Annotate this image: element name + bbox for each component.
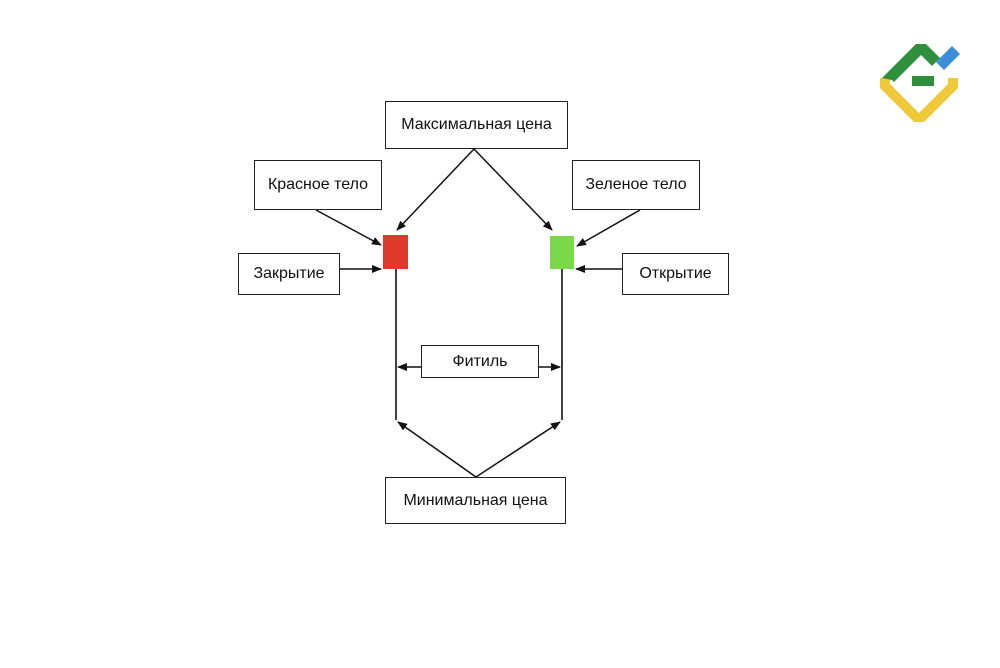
close-box: Закрытие bbox=[238, 253, 340, 295]
min-price-box: Минимальная цена bbox=[385, 477, 566, 524]
max-price-box: Максимальная цена bbox=[385, 101, 568, 149]
wick-label: Фитиль bbox=[452, 352, 508, 370]
green-candle-body bbox=[550, 236, 574, 269]
red-body-box: Красное тело bbox=[254, 160, 382, 210]
logo-blue-stroke bbox=[936, 46, 960, 70]
max-to-green-arrow bbox=[473, 148, 553, 231]
open-box: Открытие bbox=[622, 253, 729, 295]
min-price-label: Минимальная цена bbox=[403, 491, 548, 509]
wick-box: Фитиль bbox=[421, 345, 539, 378]
green-body-arrow bbox=[576, 209, 641, 247]
logo-green-shape bbox=[882, 44, 940, 86]
min-to-red-arrow bbox=[397, 421, 477, 478]
min-to-green-arrow bbox=[475, 421, 561, 478]
red-body-label: Красное тело bbox=[267, 176, 369, 193]
open-label: Открытие bbox=[639, 265, 712, 282]
green-body-box: Зеленое тело bbox=[572, 160, 700, 210]
max-to-red-arrow bbox=[396, 148, 475, 231]
max-price-label: Максимальная цена bbox=[401, 116, 552, 133]
red-candle-body bbox=[383, 235, 408, 269]
green-body-label: Зеленое тело bbox=[585, 176, 687, 193]
close-label: Закрытие bbox=[253, 265, 325, 282]
brand-logo-icon bbox=[880, 44, 960, 122]
red-body-arrow bbox=[315, 209, 382, 246]
logo-yellow-chevron bbox=[880, 78, 958, 122]
